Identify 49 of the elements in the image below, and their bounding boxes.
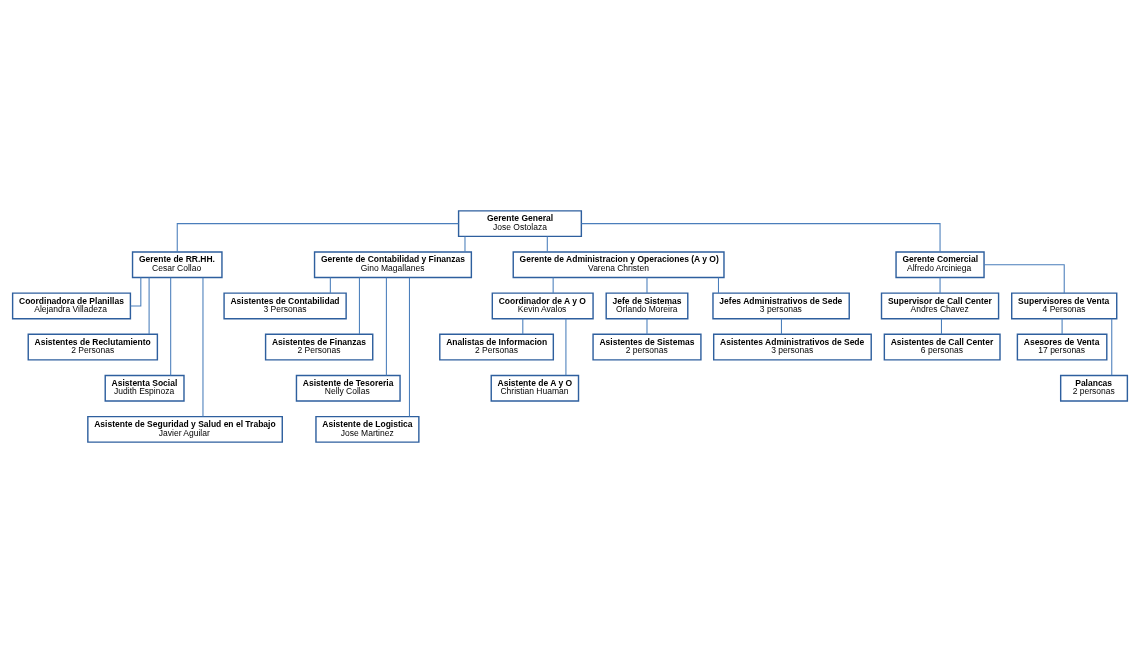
node-box: Supervisores de Venta 4 Personas — [1011, 291, 1118, 319]
connector — [170, 276, 172, 376]
node-box: Gerente de Contabilidad y Finanzas Gino Magallanes — [313, 250, 473, 278]
connector — [408, 276, 410, 417]
connector — [646, 276, 648, 293]
node-box: Asistente de Logistica Jose Martinez — [315, 415, 420, 443]
node-box: Analistas de Informacion 2 Personas — [439, 333, 555, 361]
connector — [464, 235, 466, 252]
connector — [1061, 317, 1063, 335]
node-box: Asistentes de Finanzas 2 Personas — [264, 333, 374, 361]
node-box: Gerente General Jose Ostolaza — [457, 209, 583, 237]
connector — [385, 276, 387, 376]
connector — [581, 222, 941, 252]
connector — [358, 276, 360, 335]
connector — [202, 276, 204, 417]
node-box: Asistentes de Reclutamiento 2 Personas — [27, 333, 159, 361]
node-box: Asistentes de Call Center 6 personas — [883, 333, 1001, 361]
connector — [565, 317, 567, 376]
connector — [780, 317, 782, 335]
connector — [329, 276, 331, 293]
node-box: Jefes Administrativos de Sede 3 personas — [712, 291, 850, 319]
connector — [552, 276, 554, 293]
connector — [546, 235, 548, 252]
connector — [940, 317, 942, 335]
connector — [983, 263, 1065, 294]
node-box: Asistente de Seguridad y Salud en el Trabajo Javier Aguilar — [87, 415, 283, 443]
connector — [522, 317, 524, 335]
node-box: Gerente de RR.HH. Cesar Collao — [131, 250, 223, 278]
node-box: Asistentes de Sistemas 2 personas — [592, 333, 702, 361]
node-box: Asistentes Administrativos de Sede 3 personas — [713, 333, 872, 361]
connector — [939, 276, 941, 293]
connector — [646, 317, 648, 335]
node-box: Asistente de A y O Christian Huaman — [490, 374, 580, 402]
connector — [130, 276, 142, 306]
node-box: Gerente de Administracion y Operaciones (A y O) Varena Christen — [512, 250, 725, 278]
node-box: Jefe de Sistemas Orlando Moreira — [605, 291, 689, 319]
node-box: Coordinador de A y O Kevin Avalos — [491, 291, 594, 319]
connector — [176, 222, 460, 252]
node-box: Asistenta Social Judith Espinoza — [104, 374, 185, 402]
node-box: Palancas 2 personas — [1059, 374, 1129, 402]
node-box: Gerente Comercial Alfredo Arciniega — [895, 250, 985, 278]
node-box: Coordinadora de Planillas Alejandra Villadeza — [11, 291, 132, 319]
node-box: Asesores de Venta 17 personas — [1016, 333, 1108, 361]
connector — [1111, 317, 1113, 376]
connector — [148, 276, 150, 335]
connector — [717, 276, 719, 293]
node-box: Asistente de Tesoreria Nelly Collas — [295, 374, 401, 402]
node-box: Asistentes de Contabilidad 3 Personas — [223, 291, 347, 319]
node-box: Supervisor de Call Center Andres Chavez — [880, 291, 1000, 319]
